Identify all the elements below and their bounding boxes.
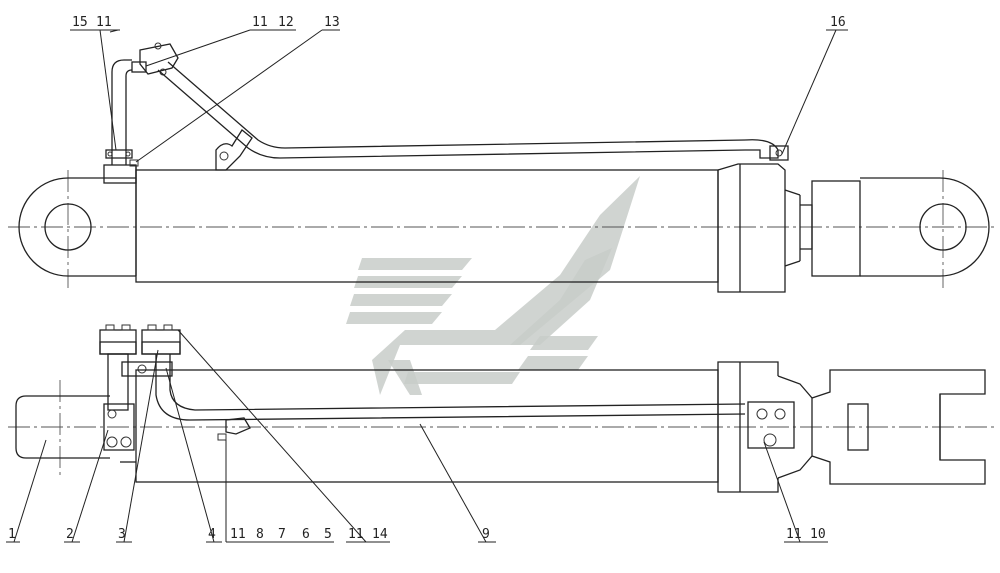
right-eye-hole	[919, 203, 967, 251]
top-leaders	[70, 29, 848, 163]
right-fitting	[769, 145, 789, 161]
cylinder-head	[717, 163, 786, 293]
bottom-pipe-outer	[155, 354, 746, 421]
rod-end-block	[811, 180, 861, 277]
label-9: 9	[482, 527, 490, 542]
bottom-barrel	[135, 369, 719, 483]
lower-clamp-block	[103, 403, 135, 451]
part-labels: 15 11 11 12 13 16 1 2 3 4 11 8 7 6 5 11 …	[8, 15, 846, 542]
label-14: 14	[372, 527, 388, 542]
right-eye	[860, 177, 990, 277]
label-2: 2	[66, 527, 74, 542]
label-1: 1	[8, 527, 16, 542]
top-view	[8, 42, 995, 293]
label-11-bottom-c: 11	[786, 527, 802, 542]
label-11-bottom-b: 11	[348, 527, 364, 542]
left-shaft	[15, 395, 110, 459]
label-8: 8	[256, 527, 264, 542]
label-13: 13	[324, 15, 340, 30]
bottom-head	[717, 361, 779, 493]
left-pipe-outer	[111, 59, 132, 165]
bottom-pipe-clamp	[225, 417, 251, 435]
label-4: 4	[208, 527, 216, 542]
diagonal-pipe-outer	[157, 69, 746, 159]
watermark-logo	[346, 176, 640, 395]
right-elbow	[744, 139, 779, 159]
label-7: 7	[278, 527, 286, 542]
label-16: 16	[830, 15, 846, 30]
left-pipe-inner	[125, 69, 133, 165]
pipe-clamp	[215, 129, 253, 171]
bottom-view	[8, 324, 995, 493]
label-6: 6	[302, 527, 310, 542]
left-eye-hole	[44, 203, 92, 251]
left-port-block	[103, 164, 137, 184]
top-flange	[139, 43, 179, 75]
label-11-top-b: 11	[252, 15, 268, 30]
label-11-top-a: 11	[96, 15, 112, 30]
diagonal-pipe-inner	[167, 61, 746, 149]
port-block	[121, 361, 173, 377]
label-10: 10	[810, 527, 826, 542]
bottom-leaders	[6, 329, 828, 543]
bottom-head-taper	[777, 375, 813, 479]
bottom-pipe-inner	[169, 354, 746, 411]
left-pipe-nut	[105, 149, 133, 159]
left-eye	[18, 177, 136, 277]
label-12: 12	[278, 15, 294, 30]
label-15: 15	[72, 15, 88, 30]
right-fitting-block	[747, 401, 795, 449]
fork-slot	[847, 403, 869, 451]
label-5: 5	[324, 527, 332, 542]
label-3: 3	[118, 527, 126, 542]
label-11-bottom-a: 11	[230, 527, 246, 542]
